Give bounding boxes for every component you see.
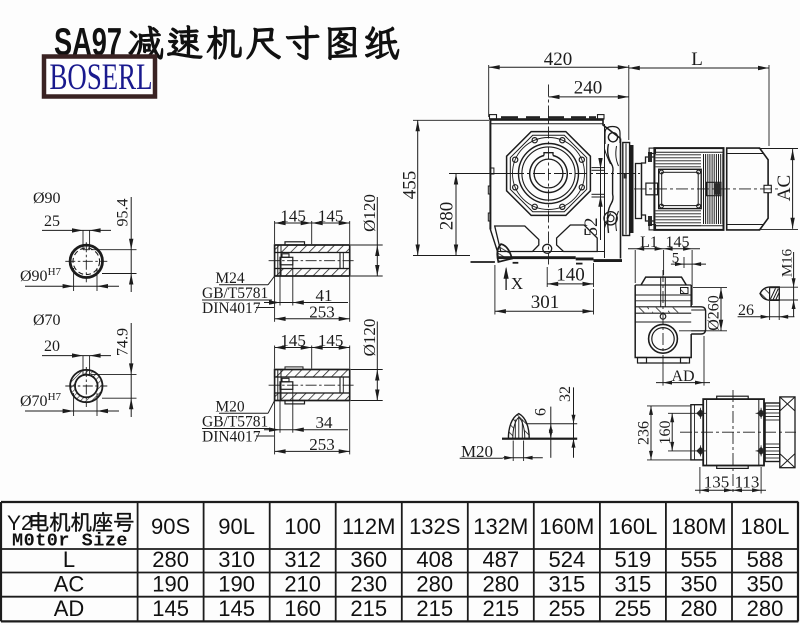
svg-text:M16: M16 bbox=[780, 248, 796, 277]
svg-text:301: 301 bbox=[531, 292, 560, 313]
svg-text:Ø70: Ø70 bbox=[33, 312, 61, 329]
svg-text:AC: AC bbox=[54, 572, 85, 597]
svg-text:524: 524 bbox=[548, 547, 585, 572]
svg-text:236: 236 bbox=[636, 421, 653, 445]
svg-text:455: 455 bbox=[400, 171, 421, 200]
svg-text:5: 5 bbox=[672, 251, 680, 267]
svg-text:588: 588 bbox=[747, 547, 784, 572]
svg-text:90S: 90S bbox=[151, 514, 190, 539]
svg-text:M20: M20 bbox=[461, 442, 493, 461]
svg-text:145: 145 bbox=[280, 331, 306, 350]
svg-text:350: 350 bbox=[681, 572, 718, 597]
svg-text:145: 145 bbox=[666, 234, 690, 251]
svg-text:360: 360 bbox=[350, 547, 387, 572]
svg-text:AD: AD bbox=[671, 368, 694, 385]
svg-text:DIN4017: DIN4017 bbox=[202, 300, 261, 317]
svg-text:240: 240 bbox=[574, 78, 603, 99]
svg-text:280: 280 bbox=[482, 572, 519, 597]
svg-text:215: 215 bbox=[482, 596, 519, 621]
svg-text:DIN4017: DIN4017 bbox=[202, 429, 261, 446]
svg-text:215: 215 bbox=[416, 596, 453, 621]
svg-text:41: 41 bbox=[316, 286, 333, 305]
svg-text:280: 280 bbox=[437, 202, 458, 231]
svg-text:20: 20 bbox=[44, 338, 60, 355]
svg-text:310: 310 bbox=[218, 547, 255, 572]
svg-text:132S: 132S bbox=[409, 514, 460, 539]
svg-text:555: 555 bbox=[681, 547, 718, 572]
svg-text:210: 210 bbox=[284, 572, 321, 597]
svg-text:32: 32 bbox=[557, 386, 574, 402]
svg-text:160: 160 bbox=[657, 421, 674, 445]
svg-text:GB/T5781: GB/T5781 bbox=[202, 285, 268, 302]
svg-text:160M: 160M bbox=[539, 514, 594, 539]
svg-text:255: 255 bbox=[548, 596, 585, 621]
svg-text:74.9: 74.9 bbox=[115, 328, 132, 356]
svg-text:52: 52 bbox=[581, 218, 602, 237]
svg-text:190: 190 bbox=[218, 572, 255, 597]
svg-text:215: 215 bbox=[350, 596, 387, 621]
svg-text:L1: L1 bbox=[640, 234, 658, 251]
svg-text:Ø120: Ø120 bbox=[360, 194, 379, 232]
svg-text:95.4: 95.4 bbox=[115, 199, 132, 227]
svg-text:519: 519 bbox=[615, 547, 652, 572]
svg-text:L: L bbox=[691, 49, 703, 70]
svg-text:253: 253 bbox=[309, 302, 335, 321]
svg-text:145: 145 bbox=[318, 207, 344, 226]
svg-text:25: 25 bbox=[44, 213, 60, 230]
svg-text:180L: 180L bbox=[740, 514, 789, 539]
svg-text:255: 255 bbox=[615, 596, 652, 621]
svg-text:180M: 180M bbox=[671, 514, 726, 539]
svg-text:408: 408 bbox=[416, 547, 453, 572]
svg-text:X: X bbox=[511, 274, 523, 293]
svg-text:135: 135 bbox=[704, 473, 730, 492]
svg-text:280: 280 bbox=[152, 547, 189, 572]
svg-text:Ø260: Ø260 bbox=[706, 295, 723, 331]
svg-text:230: 230 bbox=[350, 572, 387, 597]
svg-text:132M: 132M bbox=[473, 514, 528, 539]
svg-text:GB/T5781: GB/T5781 bbox=[202, 414, 268, 431]
svg-text:140: 140 bbox=[556, 265, 585, 286]
svg-text:AC: AC bbox=[774, 175, 795, 201]
svg-text:190: 190 bbox=[152, 572, 189, 597]
svg-text:145: 145 bbox=[318, 331, 344, 350]
svg-text:145: 145 bbox=[280, 207, 306, 226]
svg-text:BOSERL: BOSERL bbox=[50, 57, 153, 98]
svg-text:Ø90: Ø90 bbox=[33, 190, 61, 207]
svg-text:280: 280 bbox=[747, 596, 784, 621]
svg-text:100: 100 bbox=[284, 514, 321, 539]
svg-text:350: 350 bbox=[747, 572, 784, 597]
svg-text:315: 315 bbox=[548, 572, 585, 597]
svg-text:M24: M24 bbox=[215, 270, 245, 287]
svg-text:L: L bbox=[63, 547, 75, 572]
svg-text:6: 6 bbox=[533, 408, 550, 416]
svg-text:253: 253 bbox=[309, 435, 335, 454]
svg-text:420: 420 bbox=[544, 49, 573, 70]
svg-text:Ø120: Ø120 bbox=[360, 319, 379, 357]
svg-text:34: 34 bbox=[316, 413, 334, 432]
svg-text:M20: M20 bbox=[215, 399, 245, 416]
svg-text:26: 26 bbox=[738, 302, 754, 319]
svg-text:M0t0r Size: M0t0r Size bbox=[12, 531, 128, 552]
svg-text:145: 145 bbox=[152, 596, 189, 621]
svg-text:90L: 90L bbox=[218, 514, 255, 539]
svg-text:Y2: Y2 bbox=[7, 512, 33, 535]
svg-text:315: 315 bbox=[615, 572, 652, 597]
svg-text:487: 487 bbox=[482, 547, 519, 572]
svg-text:160: 160 bbox=[284, 596, 321, 621]
svg-text:AD: AD bbox=[54, 596, 85, 621]
svg-text:145: 145 bbox=[218, 596, 255, 621]
svg-text:112M: 112M bbox=[342, 514, 395, 539]
svg-text:280: 280 bbox=[416, 572, 453, 597]
svg-text:160L: 160L bbox=[608, 514, 657, 539]
svg-text:280: 280 bbox=[681, 596, 718, 621]
svg-text:312: 312 bbox=[284, 547, 321, 572]
svg-text:113: 113 bbox=[735, 473, 760, 492]
